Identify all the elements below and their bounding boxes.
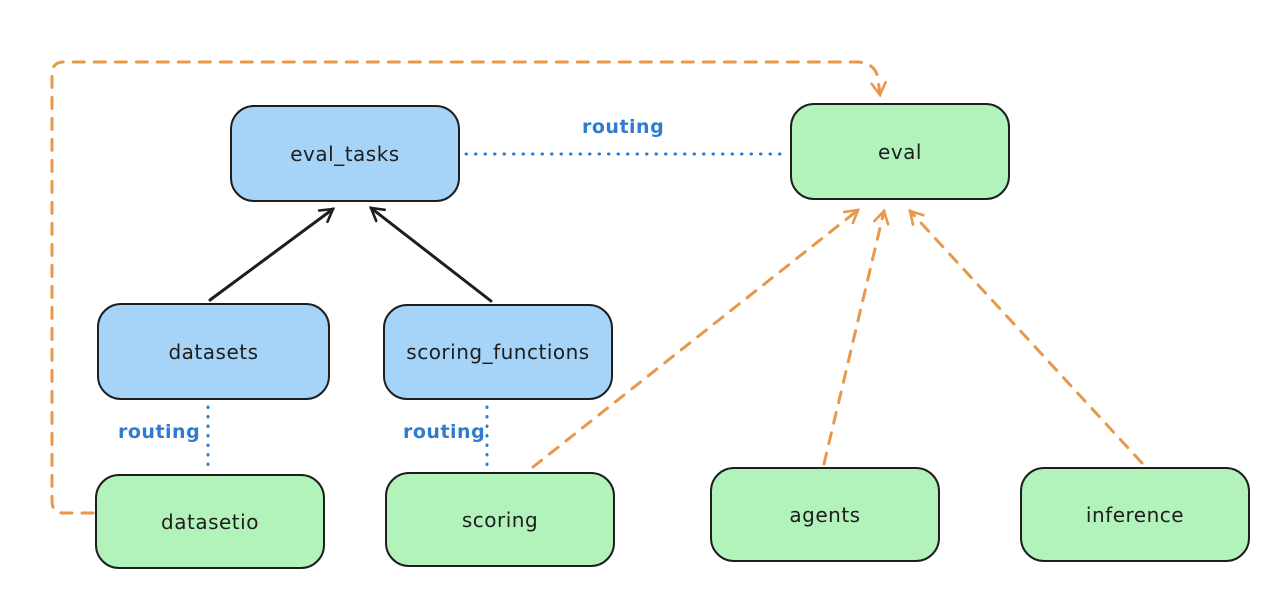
edge-datasets-to-eval-tasks <box>208 207 336 302</box>
node-scoring: scoring <box>385 472 615 567</box>
node-agents-label: agents <box>789 502 861 527</box>
routing-label-datasets-datasetio: routing <box>118 421 201 443</box>
node-eval-tasks: eval_tasks <box>230 105 460 202</box>
node-scoring-functions-label: scoring_functions <box>406 340 590 364</box>
node-inference: inference <box>1020 467 1250 562</box>
node-eval: eval <box>790 103 1010 200</box>
node-datasets: datasets <box>97 303 330 400</box>
routing-label-eval-tasks-eval: routing <box>582 116 665 138</box>
node-datasetio-label: datasetio <box>161 509 259 534</box>
node-eval-tasks-label: eval_tasks <box>290 141 400 166</box>
edge-datasetio-to-eval <box>50 60 887 515</box>
node-datasets-label: datasets <box>168 339 259 364</box>
node-inference-label: inference <box>1085 502 1185 527</box>
node-agents: agents <box>710 467 940 562</box>
edge-scoring-functions-to-eval-tasks <box>368 206 493 303</box>
node-scoring-functions: scoring_functions <box>383 304 613 400</box>
node-eval-label: eval <box>878 139 922 164</box>
edge-inference-to-eval <box>908 209 1144 465</box>
routing-label-scoring-functions-scoring: routing <box>403 421 486 443</box>
node-scoring-label: scoring <box>461 507 539 532</box>
node-datasetio: datasetio <box>95 474 325 569</box>
edge-agents-to-eval <box>822 208 890 466</box>
